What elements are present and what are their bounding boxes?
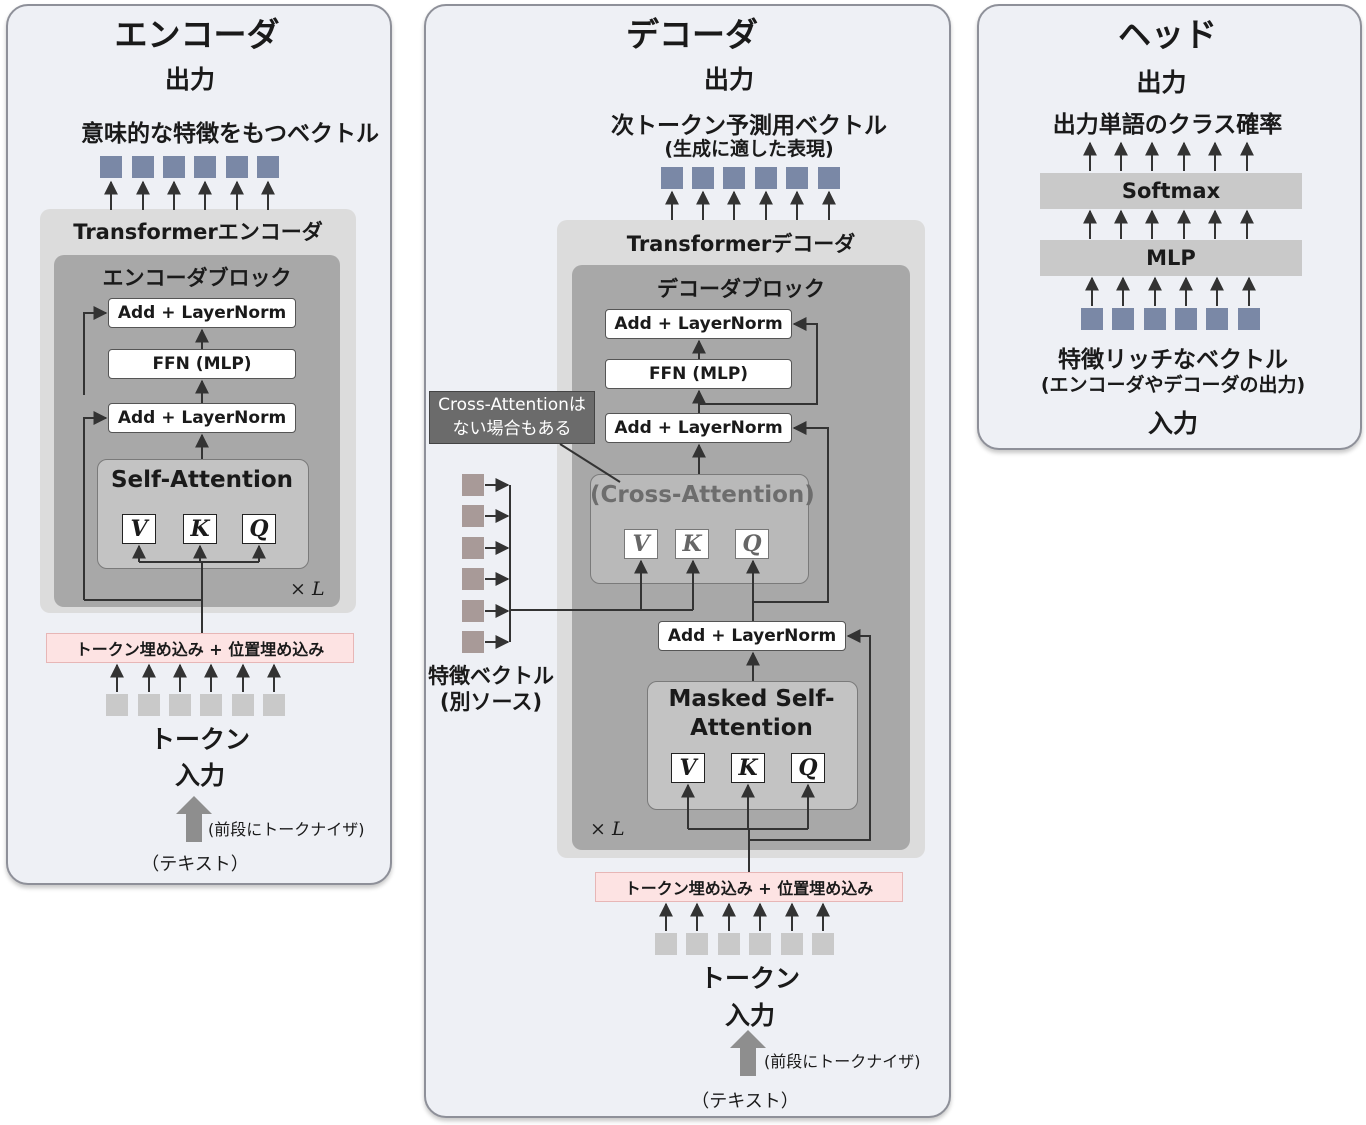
head-feature-desc-line1: 特徴リッチなベクトル (1058, 347, 1288, 373)
head-softmax: Softmax (1040, 173, 1302, 209)
encoder-text-arrow-icon (176, 796, 212, 842)
encoder-input-token (200, 694, 222, 716)
encoder-repeat-count: × L (290, 578, 325, 600)
decoder-repeat-count: × L (590, 818, 625, 840)
encoder-output-vector (194, 156, 216, 178)
decoder-output-vector (723, 167, 745, 189)
decoder-input-token (686, 933, 708, 955)
decoder-token-label: トークン (699, 964, 800, 993)
encoder-title: エンコーダ (114, 15, 280, 54)
decoder-add-norm-mid: Add + LayerNorm (605, 413, 792, 443)
feature-vector (462, 631, 484, 653)
encoder-output-desc: 意味的な特徴をもつベクトル (80, 121, 380, 147)
encoder-k-input: K (183, 514, 217, 544)
decoder-tokenizer-note: (前段にトークナイザ) (764, 1052, 921, 1071)
decoder-input-token (655, 933, 677, 955)
encoder-v-input: V (122, 514, 156, 544)
encoder-input-token (263, 694, 285, 716)
decoder-output-desc: 次トークン予測用ベクトル (611, 113, 887, 139)
head-input-vector (1081, 308, 1103, 330)
decoder-input-label: 入力 (724, 1001, 775, 1030)
decoder-masked-q-input: Q (791, 753, 825, 783)
feature-vector-label-line2: (別ソース) (439, 690, 543, 714)
head-output-desc: 出力単語のクラス確率 (1052, 112, 1283, 138)
feature-vector (462, 568, 484, 590)
decoder-ffn: FFN (MLP) (605, 359, 792, 389)
head-input-vector (1144, 308, 1166, 330)
encoder-text-label: （テキスト） (141, 854, 249, 875)
head-input-vector (1112, 308, 1134, 330)
decoder-text-arrow-icon (730, 1030, 766, 1076)
encoder-token-label: トークン (149, 725, 250, 754)
transformer-decoder-label: Transformerデコーダ (626, 232, 856, 256)
decoder-output-label: 出力 (703, 65, 754, 94)
encoder-embedding: トークン埋め込み + 位置埋め込み (46, 633, 354, 663)
decoder-cross-q-input: Q (735, 529, 769, 559)
feature-vector (462, 537, 484, 559)
decoder-output-desc-sub: (生成に適した表現) (664, 138, 834, 160)
decoder-output-vector (692, 167, 714, 189)
decoder-cross-k-input: K (675, 529, 709, 559)
head-input-vector (1175, 308, 1197, 330)
cross-attention-note-line2: ない場合もある (452, 419, 572, 439)
decoder-output-vector (661, 167, 683, 189)
head-title: ヘッド (1118, 15, 1217, 54)
transformer-encoder-label: Transformerエンコーダ (73, 220, 323, 244)
decoder-cross-attention-label: (Cross-Attention) (590, 482, 815, 508)
cross-attention-note: Cross-Attentionは ない場合もある (429, 391, 595, 444)
cross-attention-note-line1: Cross-Attentionは (438, 395, 586, 415)
head-feature-desc-line2: (エンコーダやデコーダの出力) (1040, 374, 1306, 396)
encoder-input-token (138, 694, 160, 716)
encoder-ffn: FFN (MLP) (108, 349, 296, 379)
decoder-input-token (812, 933, 834, 955)
decoder-masked-k-input: K (731, 753, 765, 783)
encoder-input-label: 入力 (174, 761, 225, 790)
head-mlp: MLP (1040, 240, 1302, 276)
encoder-add-norm-top: Add + LayerNorm (108, 298, 296, 328)
encoder-input-token (169, 694, 191, 716)
decoder-title: デコーダ (626, 15, 758, 54)
encoder-tokenizer-note: (前段にトークナイザ) (208, 820, 365, 839)
decoder-text-label: （テキスト） (691, 1091, 799, 1112)
encoder-q-input: Q (242, 514, 276, 544)
decoder-input-token (781, 933, 803, 955)
encoder-input-token (106, 694, 128, 716)
decoder-block-label: デコーダブロック (657, 277, 825, 301)
decoder-output-vector (818, 167, 840, 189)
head-input-label: 入力 (1147, 409, 1198, 438)
encoder-output-vector (100, 156, 122, 178)
encoder-input-token (232, 694, 254, 716)
encoder-add-norm-bottom: Add + LayerNorm (108, 403, 296, 433)
decoder-masked-v-input: V (671, 753, 705, 783)
encoder-output-vector (132, 156, 154, 178)
decoder-add-norm-bottom: Add + LayerNorm (658, 621, 846, 651)
feature-vector (462, 505, 484, 527)
decoder-cross-v-input: V (624, 529, 658, 559)
encoder-self-attention-label: Self-Attention (110, 467, 293, 493)
feature-vector-label-line1: 特徴ベクトル (428, 664, 554, 688)
decoder-masked-attention-label-line1: Masked Self- (668, 686, 835, 712)
head-output-label: 出力 (1136, 68, 1187, 97)
head-panel (977, 4, 1362, 450)
head-input-vector (1206, 308, 1228, 330)
encoder-output-vector (257, 156, 279, 178)
decoder-output-vector (755, 167, 777, 189)
decoder-output-vector (786, 167, 808, 189)
encoder-output-label: 出力 (164, 65, 215, 94)
encoder-block-label: エンコーダブロック (102, 266, 292, 290)
decoder-add-norm-top: Add + LayerNorm (605, 309, 792, 339)
feature-vector (462, 474, 484, 496)
encoder-output-vector (226, 156, 248, 178)
head-input-vector (1238, 308, 1260, 330)
feature-vector (462, 600, 484, 622)
encoder-output-vector (163, 156, 185, 178)
decoder-embedding: トークン埋め込み + 位置埋め込み (595, 872, 903, 902)
decoder-input-token (749, 933, 771, 955)
decoder-masked-attention-label-line2: Attention (690, 715, 813, 741)
decoder-input-token (718, 933, 740, 955)
